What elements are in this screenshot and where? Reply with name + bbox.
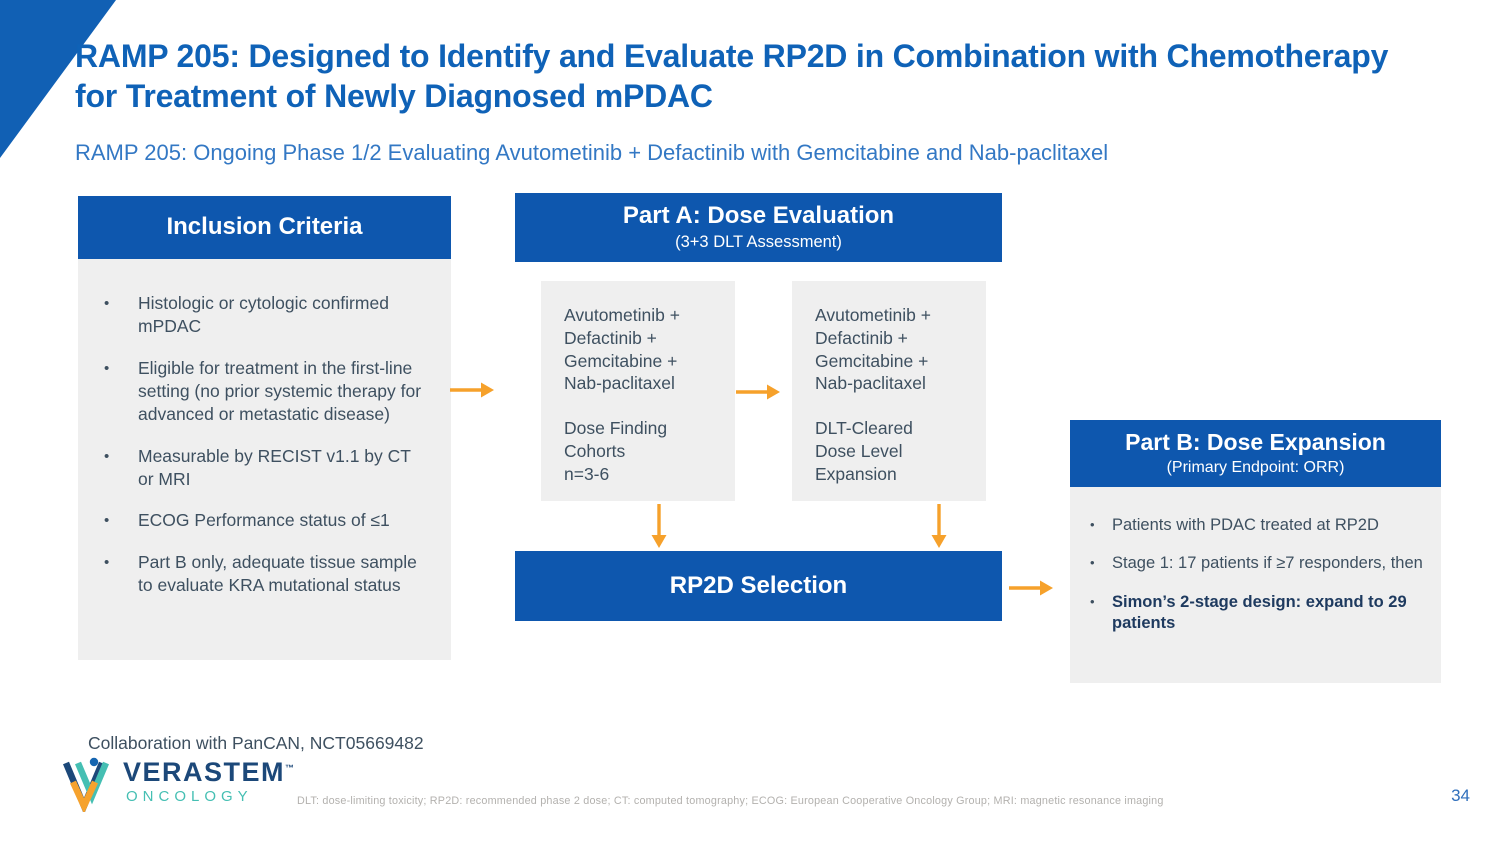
arrow-right-icon [450,382,494,398]
logo-v-mark-icon [63,757,109,812]
dlt-cleared-box: Avutometinib + Defactinib + Gemcitabine … [792,281,986,501]
list-item: • Stage 1: 17 patients if ≥7 responders,… [1090,553,1427,574]
part-b-bullet-text: Patients with PDAC treated at RP2D [1112,516,1379,534]
bullet-marker: • [104,512,110,530]
page-number: 34 [1451,786,1470,805]
logo-wordmark: VERASTEM™ ONCOLOGY [123,756,296,805]
inclusion-bullet-text: Histologic or cytologic confirmed mPDAC [138,293,389,336]
part-b-header: Part B: Dose Expansion (Primary Endpoint… [1070,420,1441,487]
part-b-body: • Patients with PDAC treated at RP2D • S… [1070,487,1441,683]
part-b-bullet-text: Simon’s 2-stage design: expand to 29 pat… [1112,592,1407,633]
bullet-marker: • [1090,555,1095,571]
label-line: n=3-6 [564,463,610,484]
inclusion-criteria-title: Inclusion Criteria [166,213,363,241]
drug-regimen: Avutometinib + Defactinib + Gemcitabine … [815,304,978,395]
drug-line: Nab-paclitaxel [815,373,926,394]
list-item: • Simon’s 2-stage design: expand to 29 p… [1090,592,1427,635]
list-item: • Measurable by RECIST v1.1 by CT or MRI [104,445,425,491]
label-line: Expansion [815,463,897,484]
logo-subtext: ONCOLOGY [126,788,253,805]
dose-finding-box: Avutometinib + Defactinib + Gemcitabine … [541,281,735,501]
rp2d-selection-label: RP2D Selection [669,572,848,599]
logo-word: VERASTEM™ [123,759,296,786]
logo-word-text: VERASTEM [123,757,286,787]
list-item: • Part B only, adequate tissue sample to… [104,551,425,597]
trademark-symbol: ™ [285,763,296,773]
part-a-title: Part A: Dose Evaluation [622,202,895,230]
bullet-marker: • [1090,593,1095,609]
inclusion-bullet-text: Part B only, adequate tissue sample to e… [138,552,417,596]
expansion-label: DLT-Cleared Dose Level Expansion [815,417,978,485]
bullet-marker: • [104,295,110,312]
label-line: DLT-Cleared [815,418,913,438]
part-b-subtitle: (Primary Endpoint: ORR) [1166,458,1345,476]
arrow-down-icon [931,504,947,548]
list-item: • Histologic or cytologic confirmed mPDA… [104,292,425,338]
drug-line: Defactinib + [815,327,908,348]
drug-line: Defactinib + [564,327,657,348]
bullet-marker: • [1090,517,1095,532]
drug-line: Avutometinib + [564,305,680,325]
label-line: Dose Finding [564,418,668,438]
arrow-down-icon [651,504,667,548]
label-line: Dose Level [815,440,903,461]
abbreviations-footnote: DLT: dose-limiting toxicity; RP2D: recom… [297,795,1164,807]
inclusion-criteria-header: Inclusion Criteria [78,196,451,259]
slide-title: RAMP 205: Designed to Identify and Evalu… [75,38,1389,115]
inclusion-criteria-body: • Histologic or cytologic confirmed mPDA… [78,259,451,660]
slide-subtitle: RAMP 205: Ongoing Phase 1/2 Evaluating A… [75,140,1109,165]
collaboration-note: Collaboration with PanCAN, NCT05669482 [88,733,424,753]
bullet-marker: • [104,554,110,572]
list-item: • Eligible for treatment in the first-li… [104,357,425,426]
part-b-title: Part B: Dose Expansion [1125,429,1386,456]
drug-line: Avutometinib + [815,305,931,325]
cohort-label: Dose Finding Cohorts n=3-6 [564,417,727,485]
inclusion-bullet-text: Eligible for treatment in the first-line… [138,357,422,424]
drug-line: Nab-paclitaxel [564,373,675,394]
arrow-right-icon [1009,580,1053,596]
list-item: • Patients with PDAC treated at RP2D [1090,515,1427,536]
verastem-logo: VERASTEM™ ONCOLOGY [62,756,296,812]
label-line: Cohorts [564,440,626,461]
rp2d-selection-box: RP2D Selection [515,551,1002,621]
list-item: • ECOG Performance status of ≤1 [104,509,425,532]
part-a-subtitle: (3+3 DLT Assessment) [675,232,842,251]
inclusion-bullet-text: ECOG Performance status of ≤1 [138,510,390,531]
drug-regimen: Avutometinib + Defactinib + Gemcitabine … [564,304,727,395]
drug-line: Gemcitabine + [815,350,929,371]
bullet-marker: • [104,359,110,377]
inclusion-bullet-text: Measurable by RECIST v1.1 by CT or MRI [138,445,411,489]
part-b-bullet-text: Stage 1: 17 patients if ≥7 responders, t… [1112,554,1423,573]
arrow-right-icon [736,384,780,400]
part-a-header: Part A: Dose Evaluation (3+3 DLT Assessm… [515,193,1002,262]
drug-line: Gemcitabine + [564,350,678,371]
bullet-marker: • [104,447,110,465]
